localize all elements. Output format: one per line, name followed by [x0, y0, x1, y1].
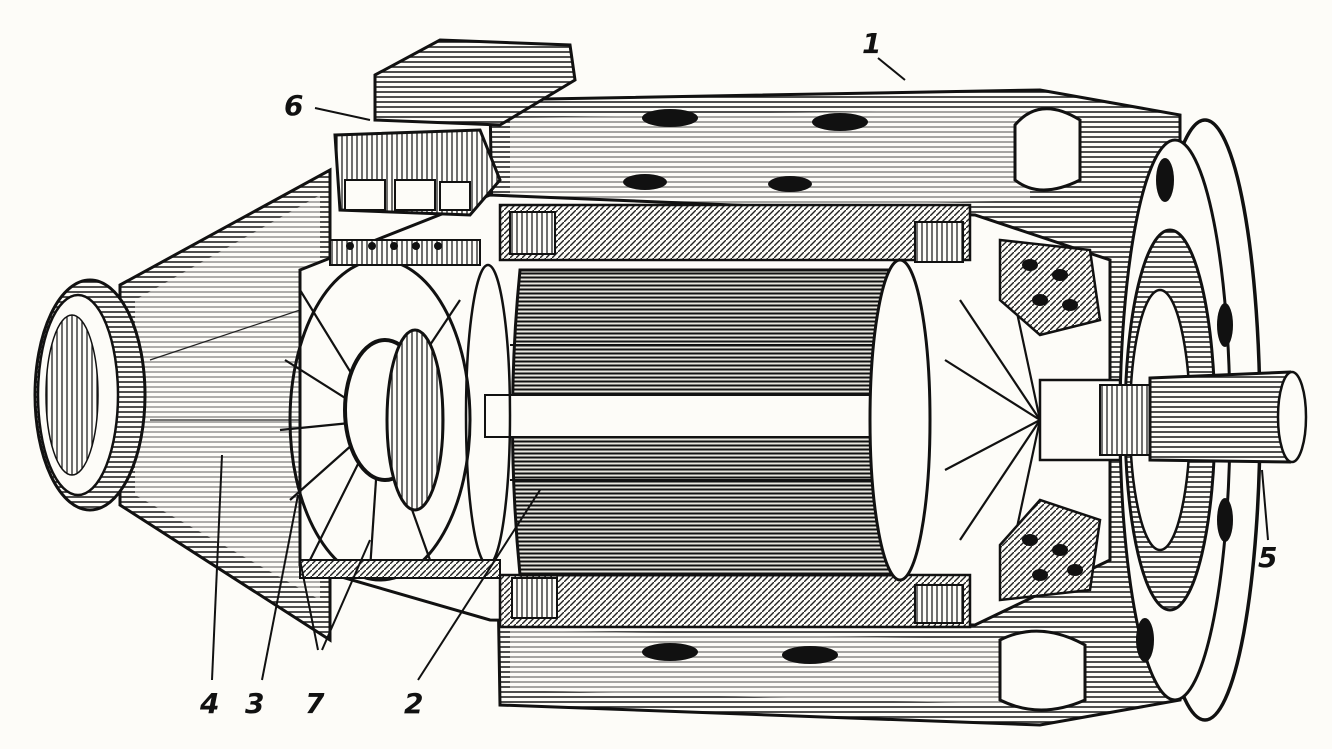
terminal-box — [333, 38, 577, 217]
callout-6: 6 — [284, 89, 304, 122]
callout-1: 1 — [862, 27, 882, 60]
rotor — [464, 258, 932, 582]
cone-end-cover — [118, 167, 332, 643]
callout-5: 5 — [1258, 541, 1278, 574]
callout-2: 2 — [404, 687, 424, 720]
leader-lines — [211, 57, 1269, 681]
shaft — [1038, 370, 1308, 464]
callout-7: 7 — [305, 687, 325, 720]
inlet-ring — [33, 278, 147, 512]
right-fan — [944, 238, 1102, 602]
mounting-flange — [1118, 118, 1262, 722]
brush-assembly — [279, 239, 501, 582]
callout-3: 3 — [245, 687, 265, 720]
callout-4: 4 — [200, 687, 220, 720]
